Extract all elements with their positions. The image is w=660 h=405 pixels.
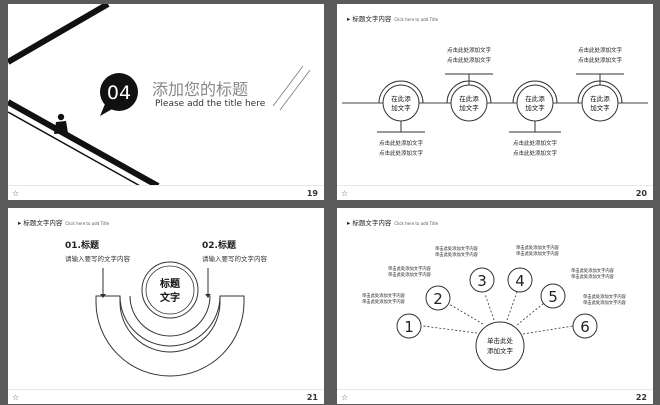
node-text: 单击此处添加文字内容 [388, 265, 432, 272]
node-text: 点击此处添加文字 [513, 149, 558, 157]
node-text: 单击此处添加文字内容 [388, 271, 432, 278]
page-number: 21 [306, 393, 318, 402]
timeline-node[interactable]: 在此添 加文字 点击此处添加文字 点击此处添加文字 [377, 80, 425, 157]
slide-19-art: 04 添加您的标题 Please add the title here [8, 4, 311, 197]
diagonal-line [8, 111, 159, 197]
center-label: 单击此处 [487, 336, 514, 345]
node-label: 加文字 [590, 103, 610, 112]
timeline-diagram: 在此添 加文字 点击此处添加文字 点击此处添加文字 在此添 加文字 点击此处添加… [342, 46, 648, 157]
header-subtitle: Click here to add Title [394, 17, 439, 22]
slide-19[interactable]: 04 添加您的标题 Please add the title here ☆ 19 [8, 4, 324, 200]
center-title: 文字 [160, 291, 180, 304]
page-number: 22 [635, 393, 647, 402]
accent-line [272, 65, 304, 107]
slide-footer: ☆ 22 [337, 389, 653, 404]
numbered-node[interactable]: 6 [572, 313, 598, 339]
center-label: 添加文字 [487, 346, 514, 355]
timeline-node[interactable]: 在此添 加文字 点击此处添加文字 点击此处添加文字 [509, 80, 561, 157]
diagonal-line [8, 99, 160, 189]
center-node[interactable]: 单击此处 添加文字 [475, 321, 525, 371]
page-number: 19 [306, 189, 318, 198]
node-text: 单击此处添加文字内容 [435, 245, 479, 252]
node-text: 单击此处添加文字内容 [571, 273, 615, 280]
numbered-node[interactable]: 5 [540, 283, 566, 309]
star-icon: ☆ [12, 189, 20, 198]
svg-text:2: 2 [433, 290, 443, 308]
person-silhouette-icon [54, 113, 68, 134]
node-text: 点击此处添加文字 [513, 139, 558, 147]
node-text: 点击此处添加文字 [447, 46, 492, 54]
item-title: 01.标题 [65, 239, 100, 251]
node-label: 在此添 [391, 94, 411, 103]
center-title: 标题 [159, 277, 181, 290]
node-text: 单击此处添加文字内容 [571, 267, 615, 274]
slide-footer: ☆ 21 [8, 389, 324, 404]
svg-text:5: 5 [548, 288, 558, 306]
arc-diagram: 01.标题 请输入要写的文字内容 02.标题 请输入要写的文字内容 标题 文字 [65, 239, 268, 377]
slide-footer: ☆ 20 [337, 185, 653, 200]
diagonal-line [8, 4, 110, 65]
header-subtitle: Click here to add Title [65, 221, 110, 226]
header-title: 标题文字内容 [352, 219, 392, 227]
star-icon: ☆ [341, 189, 349, 198]
node-label: 加文字 [391, 103, 411, 112]
slide-footer: ☆ 19 [8, 185, 324, 200]
node-label: 加文字 [525, 103, 545, 112]
node-label: 加文字 [459, 103, 479, 112]
svg-text:6: 6 [580, 318, 590, 336]
header-title: 标题文字内容 [352, 15, 392, 23]
node-text: 单击此处添加文字内容 [583, 299, 627, 306]
section-subtitle: Please add the title here [155, 99, 266, 109]
item-title: 02.标题 [202, 239, 237, 251]
arrow-down-icon [100, 294, 106, 298]
section-number: 04 [107, 82, 131, 104]
header-subtitle: Click here to add Title [394, 221, 439, 226]
node-text: 单击此处添加文字内容 [516, 244, 560, 251]
arrow-down-icon [205, 294, 211, 298]
node-text: 单击此处添加文字内容 [362, 292, 406, 299]
node-text: 单击此处添加文字内容 [362, 298, 406, 305]
node-text: 单击此处添加文字内容 [516, 250, 560, 257]
header-arrow-icon: ▸ [347, 15, 351, 23]
node-text: 点击此处添加文字 [379, 149, 424, 157]
accent-line [279, 69, 311, 111]
star-icon: ☆ [12, 393, 20, 402]
node-label: 在此添 [459, 94, 479, 103]
node-text: 点击此处添加文字 [447, 56, 492, 64]
node-label: 在此添 [525, 94, 545, 103]
node-text: 点击此处添加文字 [578, 46, 623, 54]
timeline-node[interactable]: 在此添 加文字 点击此处添加文字 点击此处添加文字 [576, 46, 624, 122]
header-title: 标题文字内容 [23, 219, 63, 227]
header-arrow-icon: ▸ [347, 219, 351, 227]
header-arrow-icon: ▸ [18, 219, 22, 227]
numbered-node[interactable]: 1 [396, 313, 422, 339]
radial-diagram: 单击此处 添加文字 1 2 3 4 5 6 单击此处添加文字 [362, 244, 627, 371]
item-description: 请输入要写的文字内容 [65, 254, 131, 263]
node-text: 单击此处添加文字内容 [435, 251, 479, 258]
svg-text:1: 1 [404, 318, 414, 336]
star-icon: ☆ [341, 393, 349, 402]
section-title: 添加您的标题 [152, 80, 248, 99]
svg-text:4: 4 [515, 272, 525, 290]
svg-text:3: 3 [477, 272, 487, 290]
numbered-node[interactable]: 3 [469, 267, 495, 293]
node-label: 在此添 [590, 94, 610, 103]
numbered-node[interactable]: 2 [425, 285, 451, 311]
number-badge: 04 [100, 73, 138, 116]
node-text: 点击此处添加文字 [578, 56, 623, 64]
item-description: 请输入要写的文字内容 [202, 254, 268, 263]
node-text: 单击此处添加文字内容 [583, 293, 627, 300]
node-text: 点击此处添加文字 [379, 139, 424, 147]
page-number: 20 [635, 189, 647, 198]
numbered-node[interactable]: 4 [507, 267, 533, 293]
timeline-node[interactable]: 在此添 加文字 点击此处添加文字 点击此处添加文字 [445, 46, 493, 122]
